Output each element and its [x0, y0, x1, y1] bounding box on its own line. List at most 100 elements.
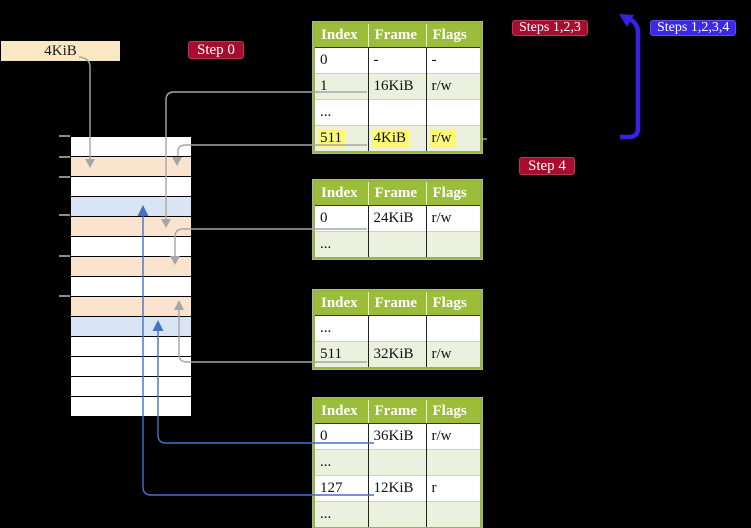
- table-row: ...: [314, 231, 481, 258]
- table-cell: 1: [314, 73, 369, 100]
- table-row: ...: [314, 449, 481, 476]
- badge-step-4: Step 4: [519, 157, 575, 175]
- table-cell: -: [368, 47, 427, 74]
- table-cell: [368, 99, 427, 126]
- memory-frame-row: [71, 377, 191, 397]
- tick-mark: [59, 176, 70, 178]
- table-row: ...: [314, 99, 481, 126]
- page-size-label: 4KiB: [1, 41, 120, 61]
- arrow-walk-back-to-top: [619, 14, 641, 140]
- table-row: 0--: [314, 47, 481, 74]
- column-header: Flags: [426, 399, 481, 424]
- table-cell: [368, 315, 427, 342]
- table-cell: r: [426, 475, 481, 502]
- table-cell: [368, 501, 427, 528]
- table-cell: 16KiB: [368, 73, 427, 100]
- highlighted-value: r/w: [429, 129, 456, 148]
- memory-frame-row: [71, 257, 191, 277]
- table-cell: 0: [314, 47, 369, 74]
- memory-frame-row: [71, 277, 191, 297]
- table-cell: 4KiB: [368, 125, 427, 152]
- memory-frame-row: [71, 357, 191, 377]
- table-cell: [426, 501, 481, 528]
- column-header: Index: [314, 23, 369, 48]
- table-cell: [426, 315, 481, 342]
- memory-frame-row: [71, 157, 191, 177]
- table-cell: 32KiB: [368, 341, 427, 368]
- column-header: Frame: [368, 399, 427, 424]
- table-cell: ...: [314, 231, 369, 258]
- tick-mark: [59, 156, 70, 158]
- memory-frame-row: [71, 217, 191, 237]
- highlighted-value: 4KiB: [371, 129, 411, 148]
- column-header: Flags: [426, 291, 481, 316]
- table-row: 511 4KiB r/w: [314, 125, 481, 152]
- tick-mark: [59, 214, 70, 216]
- memory-frame-row: [71, 397, 191, 416]
- table-cell: r/w: [426, 205, 481, 232]
- badge-steps-1-2-3-4: Steps 1,2,3,4: [650, 20, 737, 36]
- physical-memory-column: [70, 136, 192, 417]
- column-header: Flags: [426, 181, 481, 206]
- table-cell: r/w: [426, 423, 481, 450]
- tick-mark: [59, 135, 70, 137]
- table-cell: r/w: [426, 341, 481, 368]
- table-cell: ...: [314, 501, 369, 528]
- table-row: ...: [314, 315, 481, 342]
- memory-frame-row: [71, 237, 191, 257]
- table-cell: [426, 231, 481, 258]
- table-cell: [426, 99, 481, 126]
- table-cell: 36KiB: [368, 423, 427, 450]
- table-cell: -: [426, 47, 481, 74]
- table-cell: [426, 449, 481, 476]
- column-header: Index: [314, 291, 369, 316]
- table-cell: 0: [314, 423, 369, 450]
- column-header: Frame: [368, 23, 427, 48]
- badge-steps-1-2-3: Steps 1,2,3: [512, 20, 588, 36]
- table-cell: 0: [314, 205, 369, 232]
- highlighted-value: 511: [318, 129, 346, 148]
- table-cell: [368, 231, 427, 258]
- badge-step-0: Step 0: [188, 41, 244, 59]
- memory-frame-row: [71, 137, 191, 157]
- table-cell: 24KiB: [368, 205, 427, 232]
- table-cell: [368, 449, 427, 476]
- column-header: Index: [314, 399, 369, 424]
- tick-mark: [59, 255, 70, 257]
- table-cell: r/w: [426, 73, 481, 100]
- memory-frame-row: [71, 337, 191, 357]
- tick-mark: [59, 295, 70, 297]
- table-cell: 12KiB: [368, 475, 427, 502]
- column-header: Index: [314, 181, 369, 206]
- memory-frame-row: [71, 297, 191, 317]
- table-cell: ...: [314, 99, 369, 126]
- memory-frame-row: [71, 197, 191, 217]
- table-cell: 127: [314, 475, 369, 502]
- table-cell: 511: [314, 341, 369, 368]
- table-cell: ...: [314, 315, 369, 342]
- memory-frame-row: [71, 317, 191, 337]
- column-header: Frame: [368, 181, 427, 206]
- column-header: Flags: [426, 23, 481, 48]
- table-cell: 511: [314, 125, 369, 152]
- column-header: Frame: [368, 291, 427, 316]
- table-cell: r/w: [426, 125, 481, 152]
